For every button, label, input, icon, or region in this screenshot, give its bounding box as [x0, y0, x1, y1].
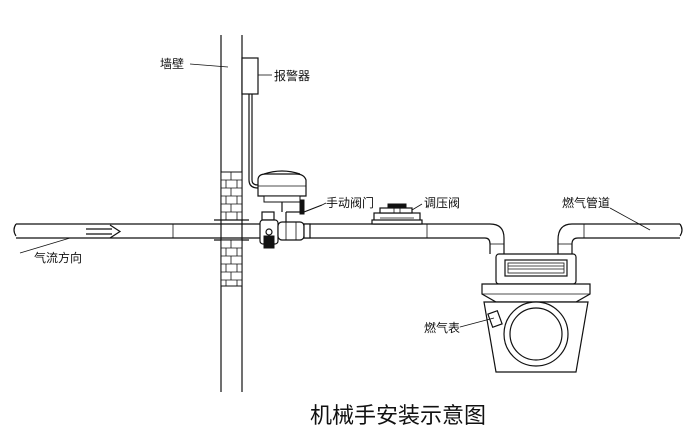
flow-arrow — [86, 224, 122, 239]
wall-brick-lower — [214, 239, 249, 287]
label-gas-pipe: 燃气管道 — [562, 195, 610, 210]
label-wall: 墙壁 — [160, 56, 184, 71]
diagram-caption: 机械手安装示意图 — [310, 404, 486, 429]
label-gas-meter: 燃气表 — [424, 320, 460, 335]
label-flow-direction: 气流方向 — [34, 250, 82, 265]
alarm-device — [241, 57, 259, 189]
gas-pipe — [13, 223, 683, 254]
gas-meter — [481, 253, 591, 373]
leader-lines — [19, 63, 651, 328]
pressure-regulator — [371, 203, 423, 225]
label-manual-valve: 手动阀门 — [326, 195, 374, 210]
valve-actuator — [257, 170, 323, 249]
label-regulator: 调压阀 — [424, 196, 460, 210]
label-alarm: 报警器 — [274, 68, 310, 83]
wall-brick-upper — [214, 171, 249, 221]
